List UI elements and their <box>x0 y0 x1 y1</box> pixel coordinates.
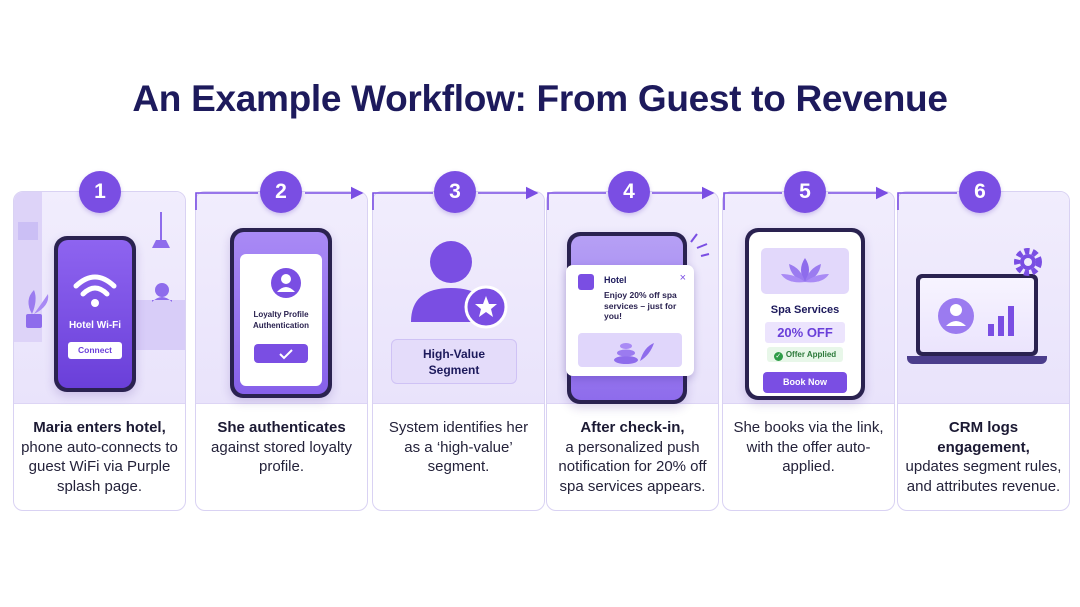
caption-bold: After check-in, <box>580 419 685 436</box>
phone-mockup: Hotel Wi-Fi Connect <box>54 236 136 392</box>
step-number-badge: 4 <box>608 171 650 213</box>
auth-confirm-button[interactable] <box>254 344 308 363</box>
auth-label-line2: Authentication <box>253 321 309 330</box>
segment-label-box: High-Value Segment <box>391 339 517 384</box>
wifi-icon <box>73 274 117 307</box>
segment-label-line1: High-Value <box>422 347 485 361</box>
step-caption: Maria enters hotel, phone auto-connects … <box>20 418 179 496</box>
spa-stones-image <box>578 333 682 367</box>
hotel-icon <box>578 274 594 290</box>
caption-bold: CRM logs engagement, <box>937 419 1030 456</box>
offer-applied-badge: ✓Offer Applied <box>767 347 843 362</box>
step-illustration: Hotel Wi-Fi Connect <box>14 192 185 404</box>
push-notification[interactable]: Hotel × Enjoy 20% off spa services – jus… <box>566 265 694 376</box>
phone-mockup: Spa Services 20% OFF ✓Offer Applied Book… <box>745 228 865 400</box>
step-caption: After check-in, a personalized push noti… <box>553 418 712 496</box>
caption-text: She books via the link, with the offer a… <box>733 419 884 475</box>
gear-icon <box>1014 248 1042 276</box>
step-caption: System identifies her as a ‘high-value’ … <box>379 418 538 477</box>
step-card-6: CRM logs engagement, updates segment rul… <box>897 191 1070 511</box>
step-card-1: Hotel Wi-Fi Connect Maria enters hotel, … <box>13 191 186 511</box>
phone-mockup: Loyalty Profile Authentication <box>230 228 332 398</box>
checkmark-icon <box>279 349 293 360</box>
caption-bold: She authenticates <box>217 419 346 436</box>
step-illustration <box>898 192 1069 404</box>
high-value-user-icon <box>411 241 508 329</box>
caption-text: a personalized push notification for 20%… <box>558 438 707 495</box>
page-title: An Example Workflow: From Guest to Reven… <box>132 78 948 119</box>
step-number-badge: 6 <box>959 171 1001 213</box>
step-caption: CRM logs engagement, updates segment rul… <box>904 418 1063 496</box>
book-now-button[interactable]: Book Now <box>763 372 847 393</box>
step-card-5: Spa Services 20% OFF ✓Offer Applied Book… <box>722 191 895 511</box>
notification-body: Enjoy 20% off spa services – just for yo… <box>604 290 677 321</box>
notification-title: Hotel <box>604 275 627 285</box>
auth-label-line1: Loyalty Profile <box>253 310 309 319</box>
step-number-badge: 5 <box>784 171 826 213</box>
laptop-base <box>907 356 1047 364</box>
step-card-2: Loyalty Profile Authentication She authe… <box>195 191 368 511</box>
step-card-4: Hotel × Enjoy 20% off spa services – jus… <box>546 191 719 511</box>
caption-bold: Maria enters hotel, <box>33 419 166 436</box>
lotus-image <box>761 248 849 294</box>
caption-text: System identifies her as a ‘high-value’ … <box>388 419 529 475</box>
check-circle-icon: ✓ <box>773 352 783 361</box>
step-number-badge: 3 <box>434 171 476 213</box>
laptop-mockup <box>916 274 1038 356</box>
spa-title: Spa Services <box>770 304 840 316</box>
spa-stones-icon <box>614 343 654 364</box>
step-caption: She books via the link, with the offer a… <box>729 418 888 477</box>
user-avatar-icon <box>271 268 301 298</box>
close-icon[interactable]: × <box>679 272 686 284</box>
step-number-badge: 2 <box>260 171 302 213</box>
crm-dashboard-icon <box>938 298 1014 336</box>
caption-text: phone auto-connects to guest WiFi via Pu… <box>21 438 178 495</box>
discount-label: 20% OFF <box>765 322 845 343</box>
connect-button[interactable]: Connect <box>68 342 122 359</box>
caption-text: updates segment rules, and attributes re… <box>905 458 1062 495</box>
offer-applied-text: Offer Applied <box>785 350 837 359</box>
step-illustration: Spa Services 20% OFF ✓Offer Applied Book… <box>723 192 894 404</box>
wifi-label: Hotel Wi-Fi <box>68 320 122 331</box>
step-illustration: High-Value Segment <box>373 192 544 404</box>
segment-label-line2: Segment <box>428 363 480 377</box>
step-illustration: Loyalty Profile Authentication <box>196 192 367 404</box>
step-card-3: High-Value Segment System identifies her… <box>372 191 545 511</box>
caption-text: against stored loyalty profile. <box>211 438 352 476</box>
step-caption: She authenticates against stored loyalty… <box>202 418 361 477</box>
lobby-scene <box>14 192 185 350</box>
step-illustration: Hotel × Enjoy 20% off spa services – jus… <box>547 192 718 404</box>
notification-ring-icon <box>690 233 710 257</box>
step-number-badge: 1 <box>79 171 121 213</box>
lotus-icon <box>781 258 829 283</box>
